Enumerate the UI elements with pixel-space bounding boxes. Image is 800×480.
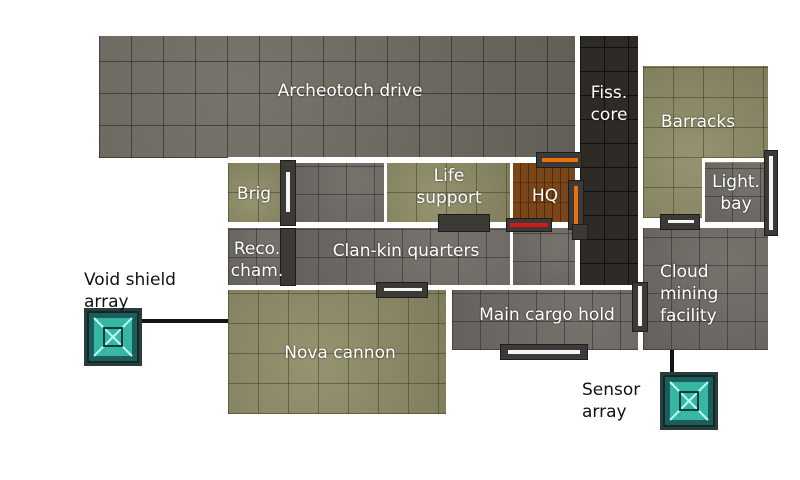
label-brig: Brig: [236, 184, 272, 204]
room-brig[interactable]: [228, 163, 288, 223]
wall: [384, 163, 387, 223]
wall: [643, 222, 768, 227]
label-barracks: Barracks: [660, 112, 736, 132]
wall: [228, 285, 636, 290]
void-shield-array-module[interactable]: [84, 308, 142, 366]
room-nova-cannon[interactable]: [228, 290, 446, 414]
label-clan-kin-quarters: Clan-kin quarters: [332, 241, 480, 261]
label-main-cargo-hold: Main cargo hold: [479, 305, 615, 325]
void-shield-cable: [142, 319, 228, 323]
sensor-cable: [670, 350, 674, 374]
room-clan-kin-quarters[interactable]: [290, 228, 512, 286]
door-hq-bottom-sealed[interactable]: [510, 223, 548, 227]
label-fission-core: Fiss. core: [590, 83, 628, 125]
wall: [702, 158, 768, 162]
label-light-bay: Light. bay: [712, 172, 760, 214]
label-life-support: Life support: [416, 166, 482, 208]
door-fission-core[interactable]: [572, 224, 588, 240]
room-reco-chamber[interactable]: [228, 228, 288, 286]
door-clan-kin-cargo-center: [384, 288, 422, 291]
door-life-support[interactable]: [438, 214, 490, 232]
label-archeotech-drive: Archeotoch drive: [277, 81, 423, 101]
room-corridor-upper: [290, 163, 386, 223]
room-life-support[interactable]: [386, 163, 510, 223]
door-hq-top-locked[interactable]: [542, 158, 578, 162]
label-hq: HQ: [531, 186, 559, 206]
wall: [638, 36, 643, 350]
label-cloud-mining-facility: Cloud mining facility: [660, 262, 719, 326]
wall: [446, 290, 452, 416]
door-brig-center: [286, 172, 290, 212]
room-cloud-mining-facility[interactable]: [643, 228, 768, 350]
label-sensor-array: Sensor array: [582, 380, 641, 422]
door-light-bay-center: [769, 156, 773, 230]
door-hq-right-locked[interactable]: [574, 186, 578, 226]
room-cargo-extension: [512, 228, 578, 290]
wall: [228, 222, 578, 227]
wall: [228, 157, 578, 162]
door-cargo-exterior-center: [508, 350, 580, 354]
wall: [702, 160, 705, 222]
label-reco-chamber: Reco. cham.: [230, 239, 284, 281]
door-cloud-mining-center: [638, 286, 642, 326]
sensor-array-module[interactable]: [660, 372, 718, 430]
label-void-shield-array: Void shield array: [84, 270, 176, 312]
room-archeotech-drive[interactable]: [99, 36, 575, 158]
label-nova-cannon: Nova cannon: [284, 343, 396, 363]
room-light-bay[interactable]: [704, 163, 768, 225]
door-reco-chamber[interactable]: [280, 228, 296, 286]
room-hq[interactable]: [512, 163, 578, 223]
room-main-cargo-hold[interactable]: [452, 290, 638, 350]
room-fission-core[interactable]: [580, 36, 638, 288]
door-barracks-center: [668, 220, 694, 223]
